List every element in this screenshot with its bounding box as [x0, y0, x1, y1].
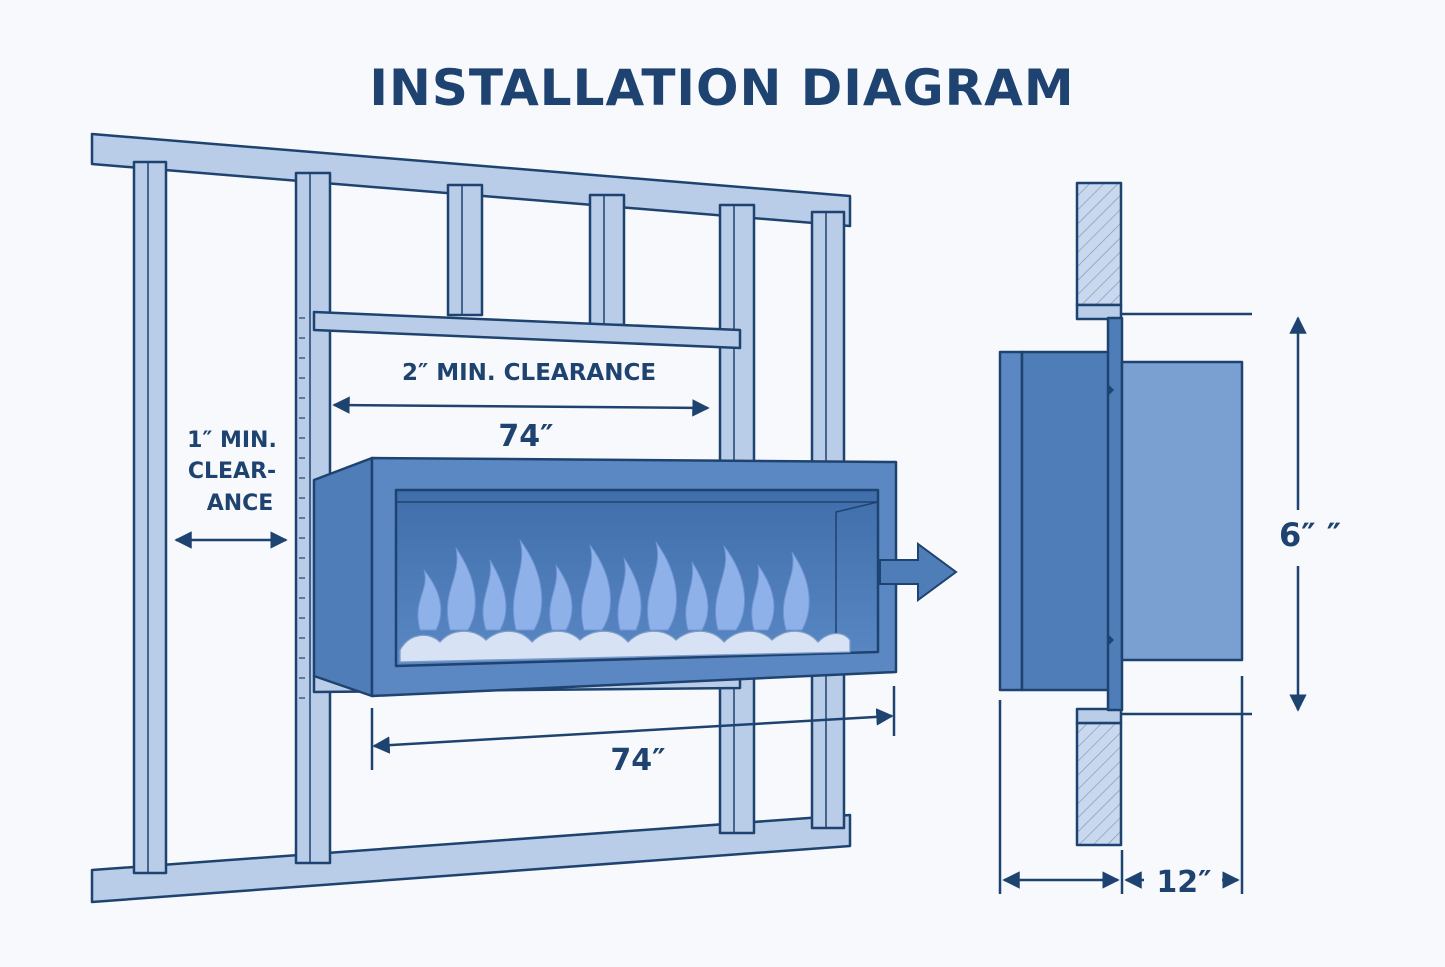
top-plate: [90, 132, 852, 228]
side-clearance-line-3: ANCE: [207, 491, 274, 516]
fireplace-side: [312, 456, 374, 698]
unit-rear-box: [1120, 360, 1244, 662]
ember-bed: [399, 630, 851, 663]
wall-section-bottom: [1075, 721, 1123, 847]
side-clearance-line-2: CLEAR-: [188, 459, 276, 484]
top-clearance-label: 2″ MIN. CLEARANCE: [402, 360, 656, 386]
stud-left: [132, 160, 168, 875]
upper-width-label: 74″: [498, 419, 553, 454]
direction-arrow-icon: [879, 542, 958, 602]
section-sill: [1075, 707, 1123, 725]
upper-width-arrow: [332, 396, 710, 417]
side-clearance-label: 1″ MIN. CLEAR- ANCE: [187, 428, 277, 516]
side-clearance-line-1: 1″ MIN.: [187, 428, 277, 453]
flames: [417, 539, 810, 631]
unit-body-front: [1020, 350, 1120, 692]
header-beam: [312, 310, 742, 350]
unit-front-face: [998, 350, 1024, 692]
unit-flange: [1106, 316, 1124, 712]
lower-width-dimension: [370, 686, 896, 770]
page-title: INSTALLATION DIAGRAM: [369, 59, 1074, 117]
flange-notches: [1108, 384, 1114, 646]
depth-label: 12″: [1156, 865, 1211, 900]
height-dimension: [1122, 312, 1307, 716]
cripple-stud-2: [588, 193, 626, 327]
fireplace-unit: [312, 456, 898, 698]
lower-width-label: 74″: [610, 743, 665, 778]
cripple-stud-1: [446, 183, 484, 317]
wall-section-top: [1075, 181, 1123, 307]
depth-dimension: [998, 676, 1244, 894]
side-view: [998, 181, 1244, 847]
height-label: 6″ ″: [1279, 516, 1341, 554]
stud-ruler-marks: [299, 317, 305, 699]
section-header: [1075, 303, 1123, 321]
bottom-plate: [90, 813, 852, 904]
